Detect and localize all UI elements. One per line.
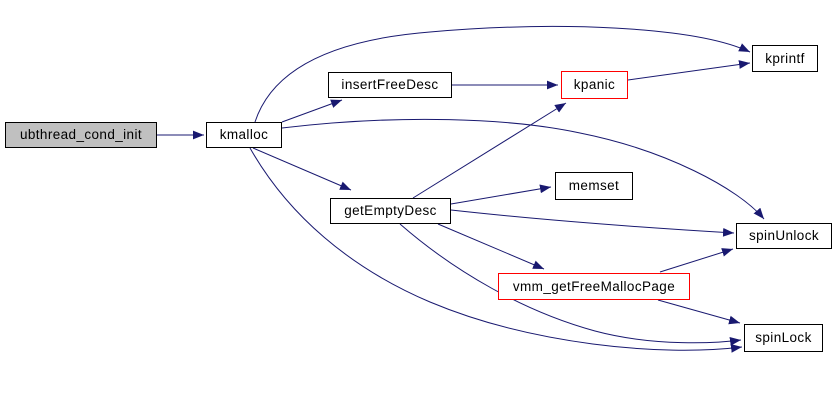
node-label-kprintf: kprintf: [765, 50, 805, 66]
edge-getEmptyDesc-to-spinUnlock: [450, 209, 735, 237]
node-label-insertFreeDesc: insertFreeDesc: [341, 77, 439, 93]
edge-kmalloc-to-insertFreeDesc: [281, 99, 343, 123]
edge-kmalloc-to-kprintf: [254, 26, 751, 123]
node-label-spinUnlock: spinUnlock: [748, 228, 820, 244]
node-label-kmalloc: kmalloc: [219, 127, 269, 143]
edge-getEmptyDesc-to-memset: [450, 184, 552, 205]
node-spinUnlock[interactable]: spinUnlock: [736, 223, 832, 249]
node-insertFreeDesc[interactable]: insertFreeDesc: [328, 72, 452, 98]
edge-kmalloc-to-getEmptyDesc: [252, 147, 352, 191]
node-spinLock[interactable]: spinLock: [744, 324, 823, 352]
node-ubthread_cond_init: ubthread_cond_init: [5, 122, 157, 148]
node-kpanic[interactable]: kpanic: [561, 71, 628, 99]
node-vmm_getFreeMallocPage[interactable]: vmm_getFreeMallocPage: [498, 273, 690, 300]
node-kprintf[interactable]: kprintf: [752, 45, 818, 72]
edge-getEmptyDesc-to-kpanic: [412, 102, 567, 199]
edge-kmalloc-to-spinUnlock: [281, 118, 765, 220]
node-memset[interactable]: memset: [555, 172, 633, 200]
node-kmalloc[interactable]: kmalloc: [206, 122, 282, 148]
node-label-spinLock: spinLock: [755, 330, 812, 346]
node-label-vmm_getFreeMallocPage: vmm_getFreeMallocPage: [512, 278, 676, 294]
edge-getEmptyDesc-to-spinLock: [399, 223, 742, 346]
edge-vmm_getFreeMallocPage-to-spinLock: [657, 299, 741, 325]
edge-getEmptyDesc-to-vmm_getFreeMallocPage: [437, 223, 545, 270]
edge-kmalloc-to-spinLock: [249, 147, 743, 353]
node-label-getEmptyDesc: getEmptyDesc: [344, 203, 437, 219]
node-label-ubthread_cond_init: ubthread_cond_init: [19, 127, 143, 143]
edge-kpanic-to-kprintf: [627, 60, 751, 81]
node-label-kpanic: kpanic: [573, 77, 616, 93]
node-label-memset: memset: [568, 178, 620, 194]
edge-vmm_getFreeMallocPage-to-spinUnlock: [659, 248, 734, 273]
node-getEmptyDesc[interactable]: getEmptyDesc: [330, 198, 451, 224]
